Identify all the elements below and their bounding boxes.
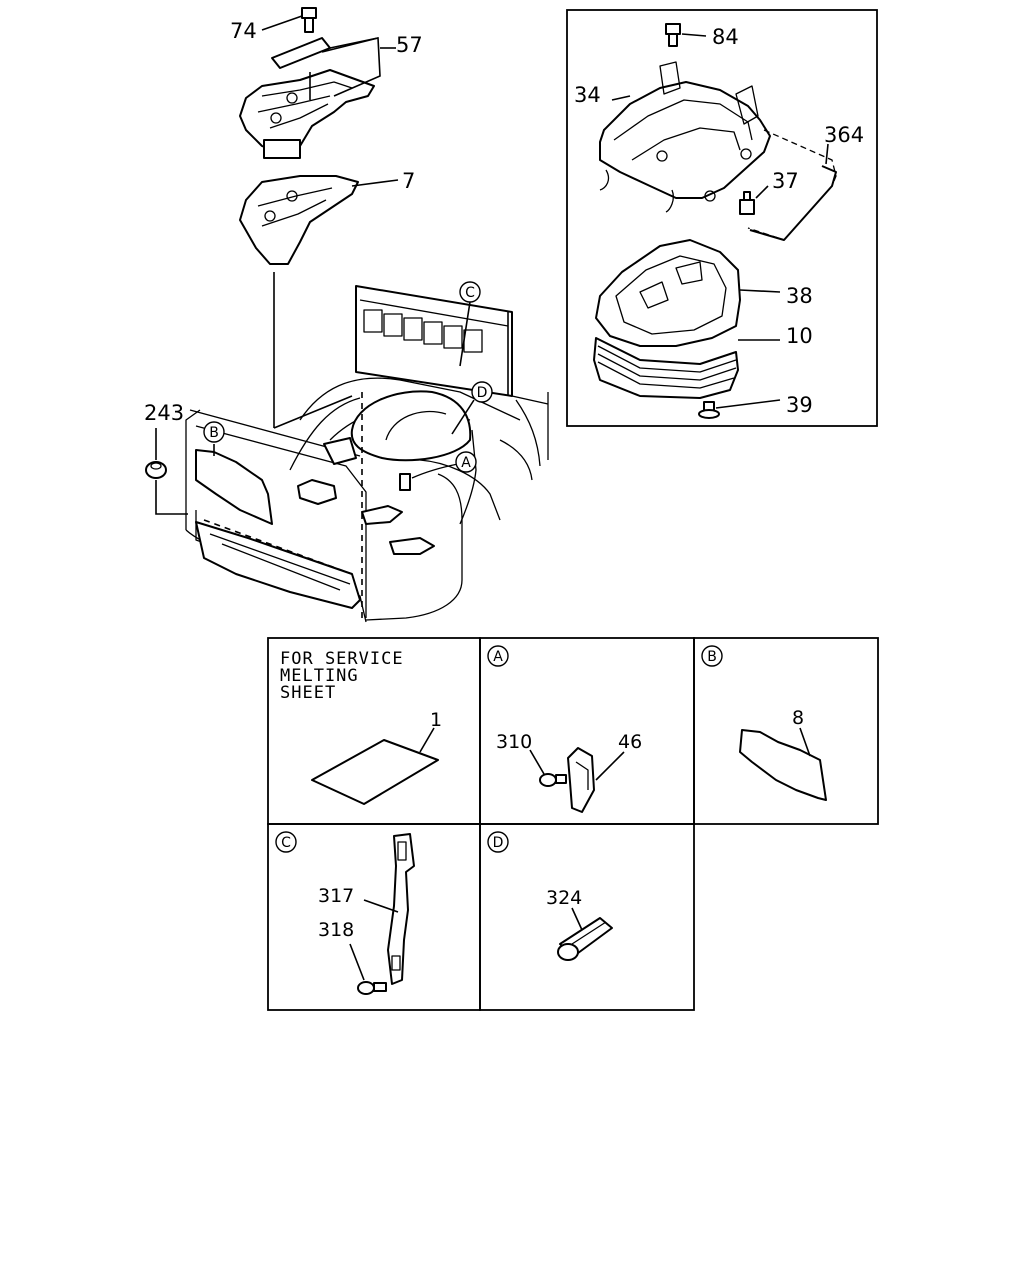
label-324: 324 [546,887,582,909]
callout-d-main: D [451,381,493,435]
vehicle-floor [185,285,549,623]
svg-text:A: A [461,455,471,471]
detail-d: D 324 [487,831,613,961]
detail-grid [267,637,879,1011]
label-84: 84 [712,25,739,49]
detail-b: B 8 [701,645,827,801]
label-310: 310 [496,731,532,753]
label-318: 318 [318,919,354,941]
svg-text:C: C [281,835,291,851]
inset-box-spare-tray [566,9,878,427]
detail-a: A 310 46 [487,645,642,813]
nut-37 [739,191,755,215]
label-1: 1 [430,709,442,731]
grommet-243 [145,428,188,515]
label-57: 57 [396,33,423,57]
svg-text:B: B [209,425,219,441]
label-74: 74 [230,19,257,43]
note-line-2: MELTING [280,666,359,686]
screw-318 [357,981,387,995]
label-39: 39 [786,393,813,417]
note-line-3: SHEET [280,683,336,703]
note-line-1: FOR SERVICE [280,649,404,669]
svg-text:D: D [477,385,488,401]
screw-310 [539,773,567,787]
label-46: 46 [618,731,642,753]
label-34: 34 [574,83,601,107]
tray-38 [595,239,781,347]
svg-text:D: D [493,835,504,851]
melting-sheet-1 [311,739,439,805]
callout-b-main: B [203,421,225,456]
svg-text:C: C [465,285,475,301]
label-37: 37 [772,169,799,193]
clip-46 [567,747,595,813]
strap-317 [387,833,415,985]
clip-324 [557,917,613,961]
svg-text:A: A [493,649,503,665]
label-38: 38 [786,284,813,308]
label-7: 7 [402,169,415,193]
svg-text:B: B [707,649,717,665]
label-8: 8 [792,707,804,729]
detail-melting-sheet: FOR SERVICE MELTING SHEET 1 [280,649,442,805]
label-364: 364 [824,123,864,147]
heat-shield-7 [239,175,399,265]
heat-shield-57 [239,69,375,155]
label-317: 317 [318,885,354,907]
deflector-8 [739,729,827,801]
detail-c: C 317 318 [275,831,415,995]
callout-c-main: C [459,281,481,367]
bolt-74 [301,7,317,33]
clip-39 [698,401,720,419]
label-243: 243 [144,401,184,425]
mat-10 [593,337,780,399]
label-10: 10 [786,324,813,348]
heat-shield-upper-assembly [239,7,396,159]
bracket-34 [599,61,771,213]
callout-a-main: A [455,451,477,473]
plate-57 [271,37,331,69]
bolt-84 [665,23,681,47]
